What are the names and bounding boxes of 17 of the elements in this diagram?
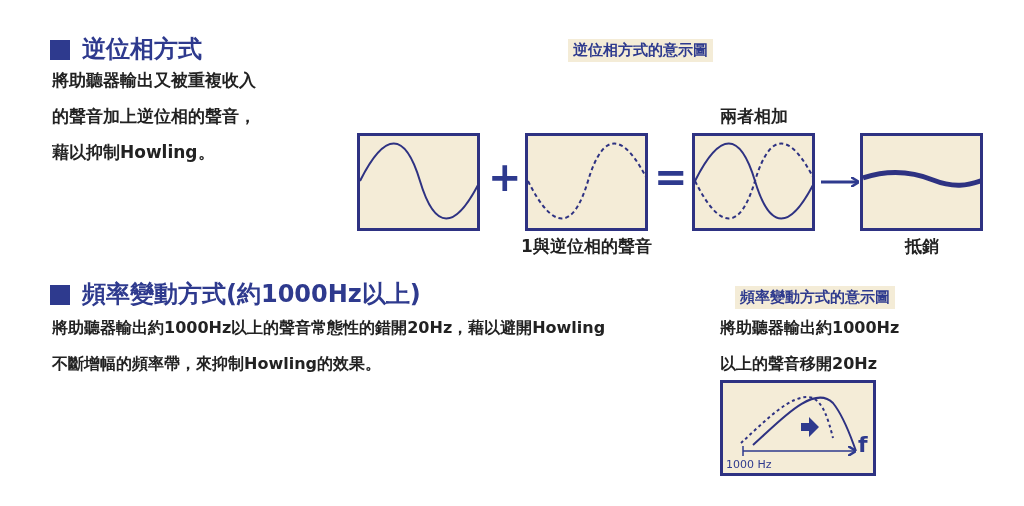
- section-heading: 頻率變動方式(約1000Hz以上): [82, 279, 421, 310]
- axis-label: 1000 Hz: [726, 458, 772, 471]
- wave-caption: 1與逆位相的聲音: [521, 235, 652, 258]
- figure-caption: 逆位相方式的意示圖: [568, 39, 713, 62]
- description-text: 將助聽器輸出又被重複收入的聲音加上逆位相的聲音，藉以抑制Howling。: [52, 69, 257, 164]
- plus-sign: +: [488, 157, 522, 197]
- wave-caption: 抵銷: [904, 235, 939, 258]
- equals-sign: =: [654, 157, 688, 197]
- chart-panel: [720, 380, 876, 476]
- arrow: [821, 175, 861, 189]
- section-heading: 逆位相方式: [82, 34, 202, 65]
- description-text: 將助聽器輸出約1000Hz以上的聲音常態性的錯開20Hz，藉以避開Howling不斷增幅的頻率帶，來抑制Howling的效果。: [52, 317, 607, 375]
- axis-label: f: [858, 432, 868, 457]
- wave-caption: 兩者相加: [719, 105, 788, 128]
- description-text: 將助聽器輸出約1000Hz以上的聲音移開20Hz: [720, 317, 901, 375]
- wave-panel: [357, 133, 480, 231]
- figure-caption: 頻率變動方式的意示圖: [735, 286, 895, 309]
